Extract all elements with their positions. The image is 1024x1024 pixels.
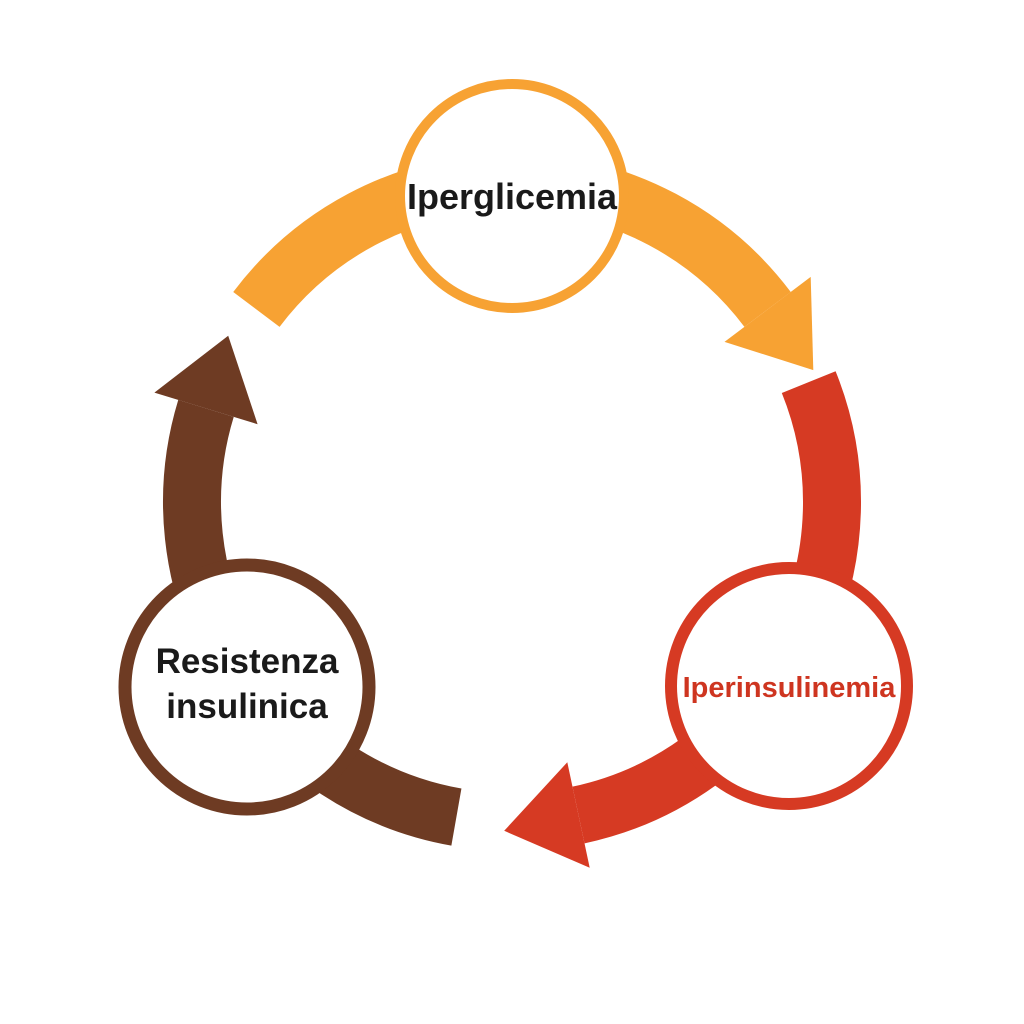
node-label-resistenza-line2: insulinica <box>166 687 328 726</box>
node-circle-iperinsulinemia <box>665 562 913 810</box>
node-label-iperglicemia: Iperglicemia <box>407 176 618 217</box>
node-circle-iperglicemia <box>395 79 629 313</box>
node-iperinsulinemia: Iperinsulinemia <box>665 562 913 810</box>
node-iperglicemia: Iperglicemia <box>395 79 629 313</box>
arrowhead-red-icon <box>504 762 590 868</box>
node-resistenza-insulinica: Resistenza insulinica <box>118 558 376 816</box>
node-label-iperinsulinemia: Iperinsulinemia <box>683 672 897 704</box>
arrowhead-orange-icon <box>724 276 814 371</box>
arrowhead-brown-icon <box>154 335 258 425</box>
node-circle-resistenza <box>118 558 376 816</box>
node-label-resistenza-line1: Resistenza <box>156 642 339 681</box>
